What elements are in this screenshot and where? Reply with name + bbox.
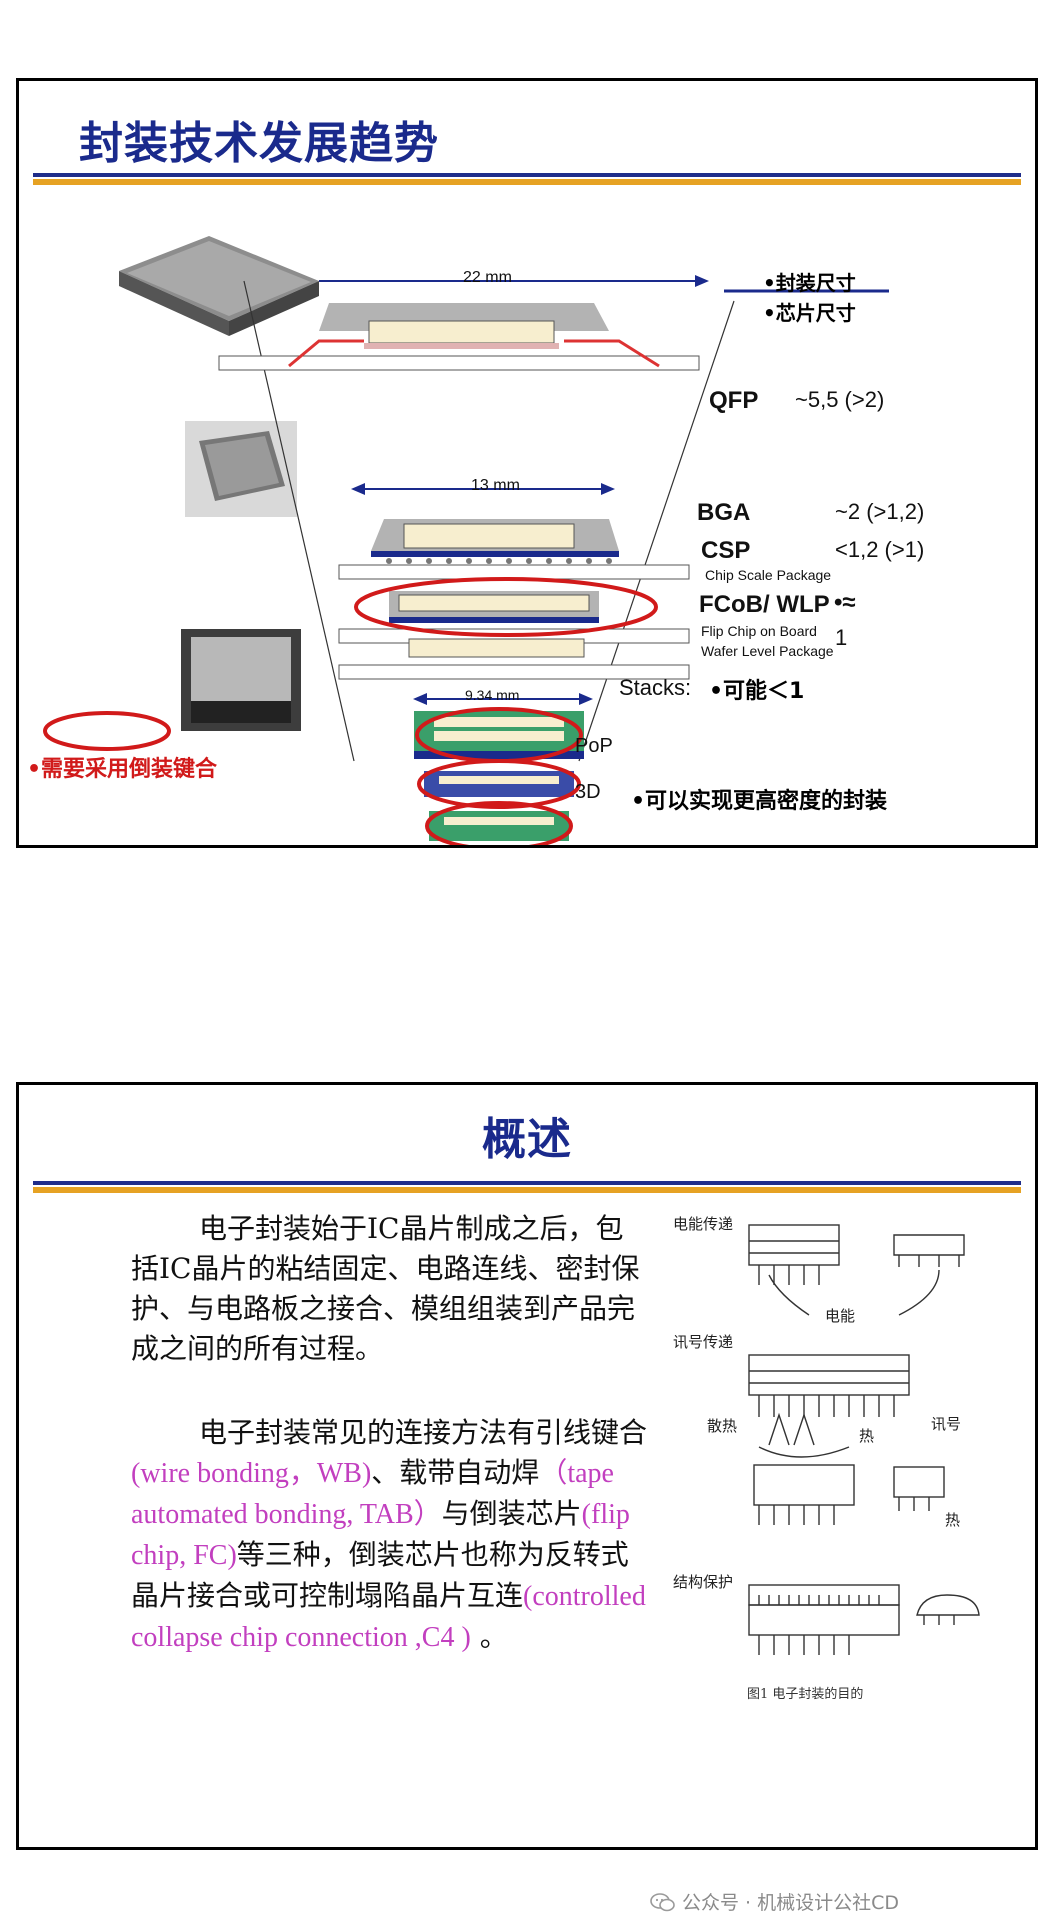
fcob-cross-section [338, 638, 690, 680]
legend-package-size: •封装尺寸 [763, 271, 856, 295]
ratio-bga: ~2 (>1,2) [835, 499, 925, 524]
title-rule [33, 173, 1021, 185]
slide-packaging-trend: 封装技术发展趋势 [16, 78, 1038, 848]
ratio-qfp: ~5,5 (>2) [795, 387, 885, 412]
fig-word-power: 电能 [825, 1307, 856, 1325]
note-density: •可以实现更高密度的封装 [631, 789, 888, 814]
slide2-title: 概述 [482, 1114, 572, 1165]
fig-word-heat-1: 热 [859, 1427, 875, 1445]
dim-bga: 13 mm [471, 477, 520, 494]
slide-overview: 概述 电子封装始于IC晶片制成之后，包括IC晶片的粘结固定、电路连线、密封保护、… [16, 1082, 1038, 1850]
fig-word-heat-2: 热 [945, 1511, 961, 1529]
packaging-purpose-figure [748, 1224, 980, 1655]
qfp-cross-section [218, 303, 700, 371]
title-rule [33, 1181, 1021, 1193]
pkg-csp: CSP [701, 537, 751, 564]
footer-text: 公众号 · 机械设计公社CD [682, 1892, 900, 1914]
pkg-pop: PoP [575, 735, 613, 757]
package-evolution-diagram [43, 236, 889, 845]
sub-fcob-1: Flip Chip on Board [701, 623, 817, 639]
note-flipchip: •需要采用倒装键合 [27, 757, 218, 782]
stack-chip-photo [181, 629, 301, 731]
wechat-footer: 公众号 · 机械设计公社CD [650, 1888, 899, 1915]
fcob-extra: 1 [835, 625, 848, 650]
pkg-3d: 3D [575, 781, 601, 803]
fig-caption: 图1 电子封装的目的 [747, 1687, 864, 1702]
pkg-fcob: FCoB/ WLP [699, 591, 830, 618]
dim-stack: 9.34 mm [465, 687, 520, 703]
paragraph-2: 电子封装常见的连接方法有引线键合(wire bonding，WB)、载带自动焊（… [131, 1416, 648, 1653]
fig-label-signal: 讯号传递 [673, 1333, 734, 1351]
bga-chip-photo [185, 421, 297, 517]
pkg-qfp: QFP [709, 387, 759, 414]
qfp-chip-photo [119, 236, 319, 336]
fig-word-signal: 讯号 [931, 1415, 962, 1433]
paragraph-1: 电子封装始于IC晶片制成之后，包括IC晶片的粘结固定、电路连线、密封保护、与电路… [131, 1212, 640, 1365]
slide1-title: 封装技术发展趋势 [79, 118, 439, 169]
3d-cross-section [425, 801, 573, 845]
legend-red-ellipse [43, 711, 171, 751]
sub-fcob-2: Wafer Level Package [701, 643, 834, 659]
wechat-icon [650, 1892, 675, 1911]
pkg-bga: BGA [697, 499, 751, 526]
bga-cross-section [338, 483, 690, 580]
pkg-stacks: Stacks: [619, 675, 692, 700]
ratio-csp: <1,2 (>1) [835, 537, 925, 562]
legend-chip-size: •芯片尺寸 [763, 301, 856, 325]
fig-label-heat: 散热 [707, 1417, 738, 1435]
fig-label-power: 电能传递 [673, 1215, 734, 1233]
ratio-fcob: •≈ [834, 589, 856, 616]
sub-csp: Chip Scale Package [705, 567, 832, 583]
ratio-stacks: •可能＜1 [709, 679, 805, 704]
pop-cross-section [417, 759, 581, 809]
fig-label-protect: 结构保护 [673, 1573, 734, 1591]
stacks-cross-section [414, 707, 584, 763]
dim-qfp: 22 mm [463, 269, 512, 286]
